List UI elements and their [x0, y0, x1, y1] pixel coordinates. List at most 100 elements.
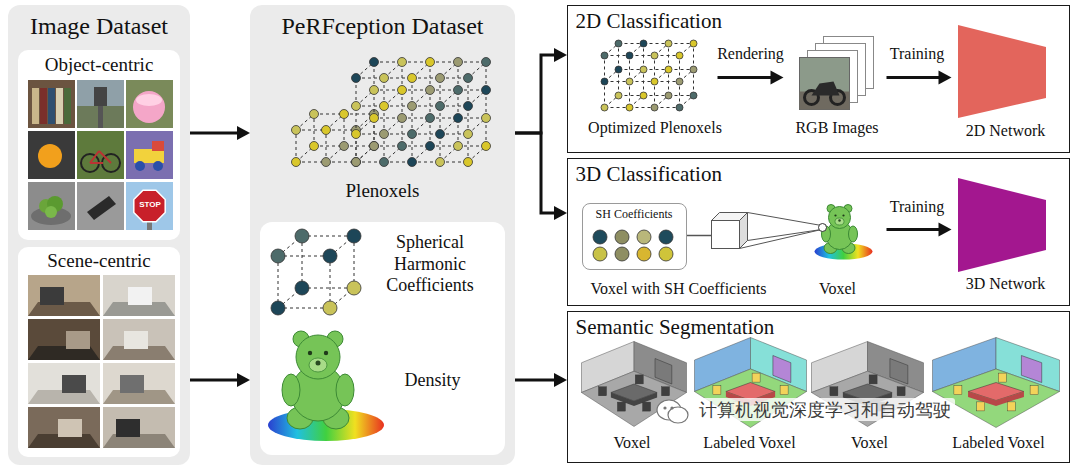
image-dot	[398, 142, 407, 151]
label-holder: 计算机视觉深度学习和自动驾驶	[695, 399, 995, 422]
image-patch	[128, 287, 152, 305]
text-holder: Training	[880, 44, 955, 63]
image-dot	[380, 130, 389, 139]
drawn-line	[302, 288, 354, 289]
image-patch	[77, 106, 124, 128]
image-dot	[271, 301, 285, 315]
caption-text: Voxel	[851, 434, 888, 451]
text-holder: Training	[880, 197, 955, 216]
heading-text: Object-centric	[45, 54, 154, 75]
image-dot	[690, 92, 697, 99]
network-trapezoid: 2D Network	[950, 22, 1062, 144]
network-shape	[958, 178, 1046, 272]
image-dot	[626, 78, 633, 85]
image-dot	[426, 114, 435, 123]
drawn-line	[618, 44, 619, 70]
drawn-line	[278, 308, 330, 309]
drawn-line	[604, 56, 605, 82]
task-box: 3D ClassificationVoxel with SH Coefficie…	[567, 158, 1070, 306]
image-patch	[40, 287, 64, 305]
image-patch	[64, 88, 71, 124]
image-dot	[426, 58, 435, 67]
text-holder: Labeled Voxel	[690, 433, 810, 452]
text-holder: Optimized Plenoxels	[583, 118, 728, 137]
image-patch	[635, 375, 643, 384]
image-dot	[295, 229, 309, 243]
image-dot	[340, 142, 349, 151]
drawn-line	[748, 230, 822, 241]
image-dot	[352, 130, 361, 139]
drawn-line	[679, 56, 680, 82]
image-patch	[116, 419, 140, 437]
caption-text: Training	[890, 45, 945, 62]
flow-arrow	[887, 228, 942, 231]
image-dot	[615, 92, 622, 99]
watermark: 计算机视觉深度学习和自动驾驶	[695, 398, 955, 421]
heading-text: Spherical Harmonic Coefficients	[386, 232, 474, 295]
image-patch	[617, 402, 625, 411]
watermark-icon	[655, 398, 691, 426]
image-dot	[153, 161, 163, 171]
image-dot	[370, 86, 379, 95]
image-dot	[408, 130, 417, 139]
image-patch	[77, 80, 124, 106]
illustration-group	[582, 338, 1060, 428]
text-holder: Object-centric	[20, 54, 178, 77]
drawn-line	[668, 44, 669, 70]
image-dot	[133, 91, 165, 123]
image-patch	[662, 387, 670, 396]
drawn-line	[740, 230, 822, 249]
drawn-line	[90, 151, 99, 163]
image-dot	[296, 335, 340, 379]
text-holder: PeRFception Dataset	[252, 12, 513, 41]
image-patch	[126, 80, 173, 128]
image-dot	[640, 66, 647, 73]
image-blob	[31, 207, 71, 225]
flow-arrow	[887, 76, 942, 79]
image-dot	[295, 281, 309, 295]
drawn-line	[302, 236, 354, 237]
network-trapezoid: 3D Network	[950, 175, 1062, 297]
illustration-group	[593, 230, 673, 261]
image-facet	[655, 359, 672, 385]
image-dot	[436, 130, 445, 139]
caption-text: Labeled Voxel	[703, 434, 795, 451]
image-dot	[670, 406, 673, 409]
image-dot	[659, 247, 673, 261]
image-dot	[292, 158, 301, 167]
image-dot	[464, 130, 473, 139]
image-dot	[436, 74, 445, 83]
image-dot	[615, 66, 622, 73]
image-dot	[665, 92, 672, 99]
caption-text: RGB Images	[795, 119, 878, 136]
image-patch	[28, 275, 100, 316]
illustration-group	[28, 275, 175, 448]
image-patch	[77, 182, 124, 230]
drawn-line	[354, 236, 355, 288]
image-patch	[28, 131, 75, 179]
arrow-head	[939, 71, 952, 85]
image-patch	[126, 182, 173, 230]
image-dot	[640, 40, 647, 47]
image-dot	[637, 230, 651, 244]
voxel-lattice	[352, 58, 491, 167]
image-dot	[292, 126, 301, 135]
illustration-group	[601, 37, 952, 112]
image-dot	[615, 230, 629, 244]
image-dot	[637, 247, 651, 261]
arrow-head	[237, 373, 250, 387]
image-patch	[134, 149, 164, 163]
sign-text: STOP	[139, 200, 161, 209]
image-dot	[408, 102, 417, 111]
image-dot	[408, 74, 417, 83]
image-dot	[615, 247, 629, 261]
caption-text: Labeled Voxel	[952, 434, 1044, 451]
image-dot	[380, 74, 389, 83]
flow-arrow	[718, 76, 774, 79]
text-holder: Labeled Voxel	[935, 433, 1063, 452]
image-facet	[1021, 356, 1041, 383]
image-dot	[665, 40, 672, 47]
image-dot	[464, 74, 473, 83]
stop-sign	[134, 190, 165, 221]
drawn-line	[748, 213, 822, 226]
